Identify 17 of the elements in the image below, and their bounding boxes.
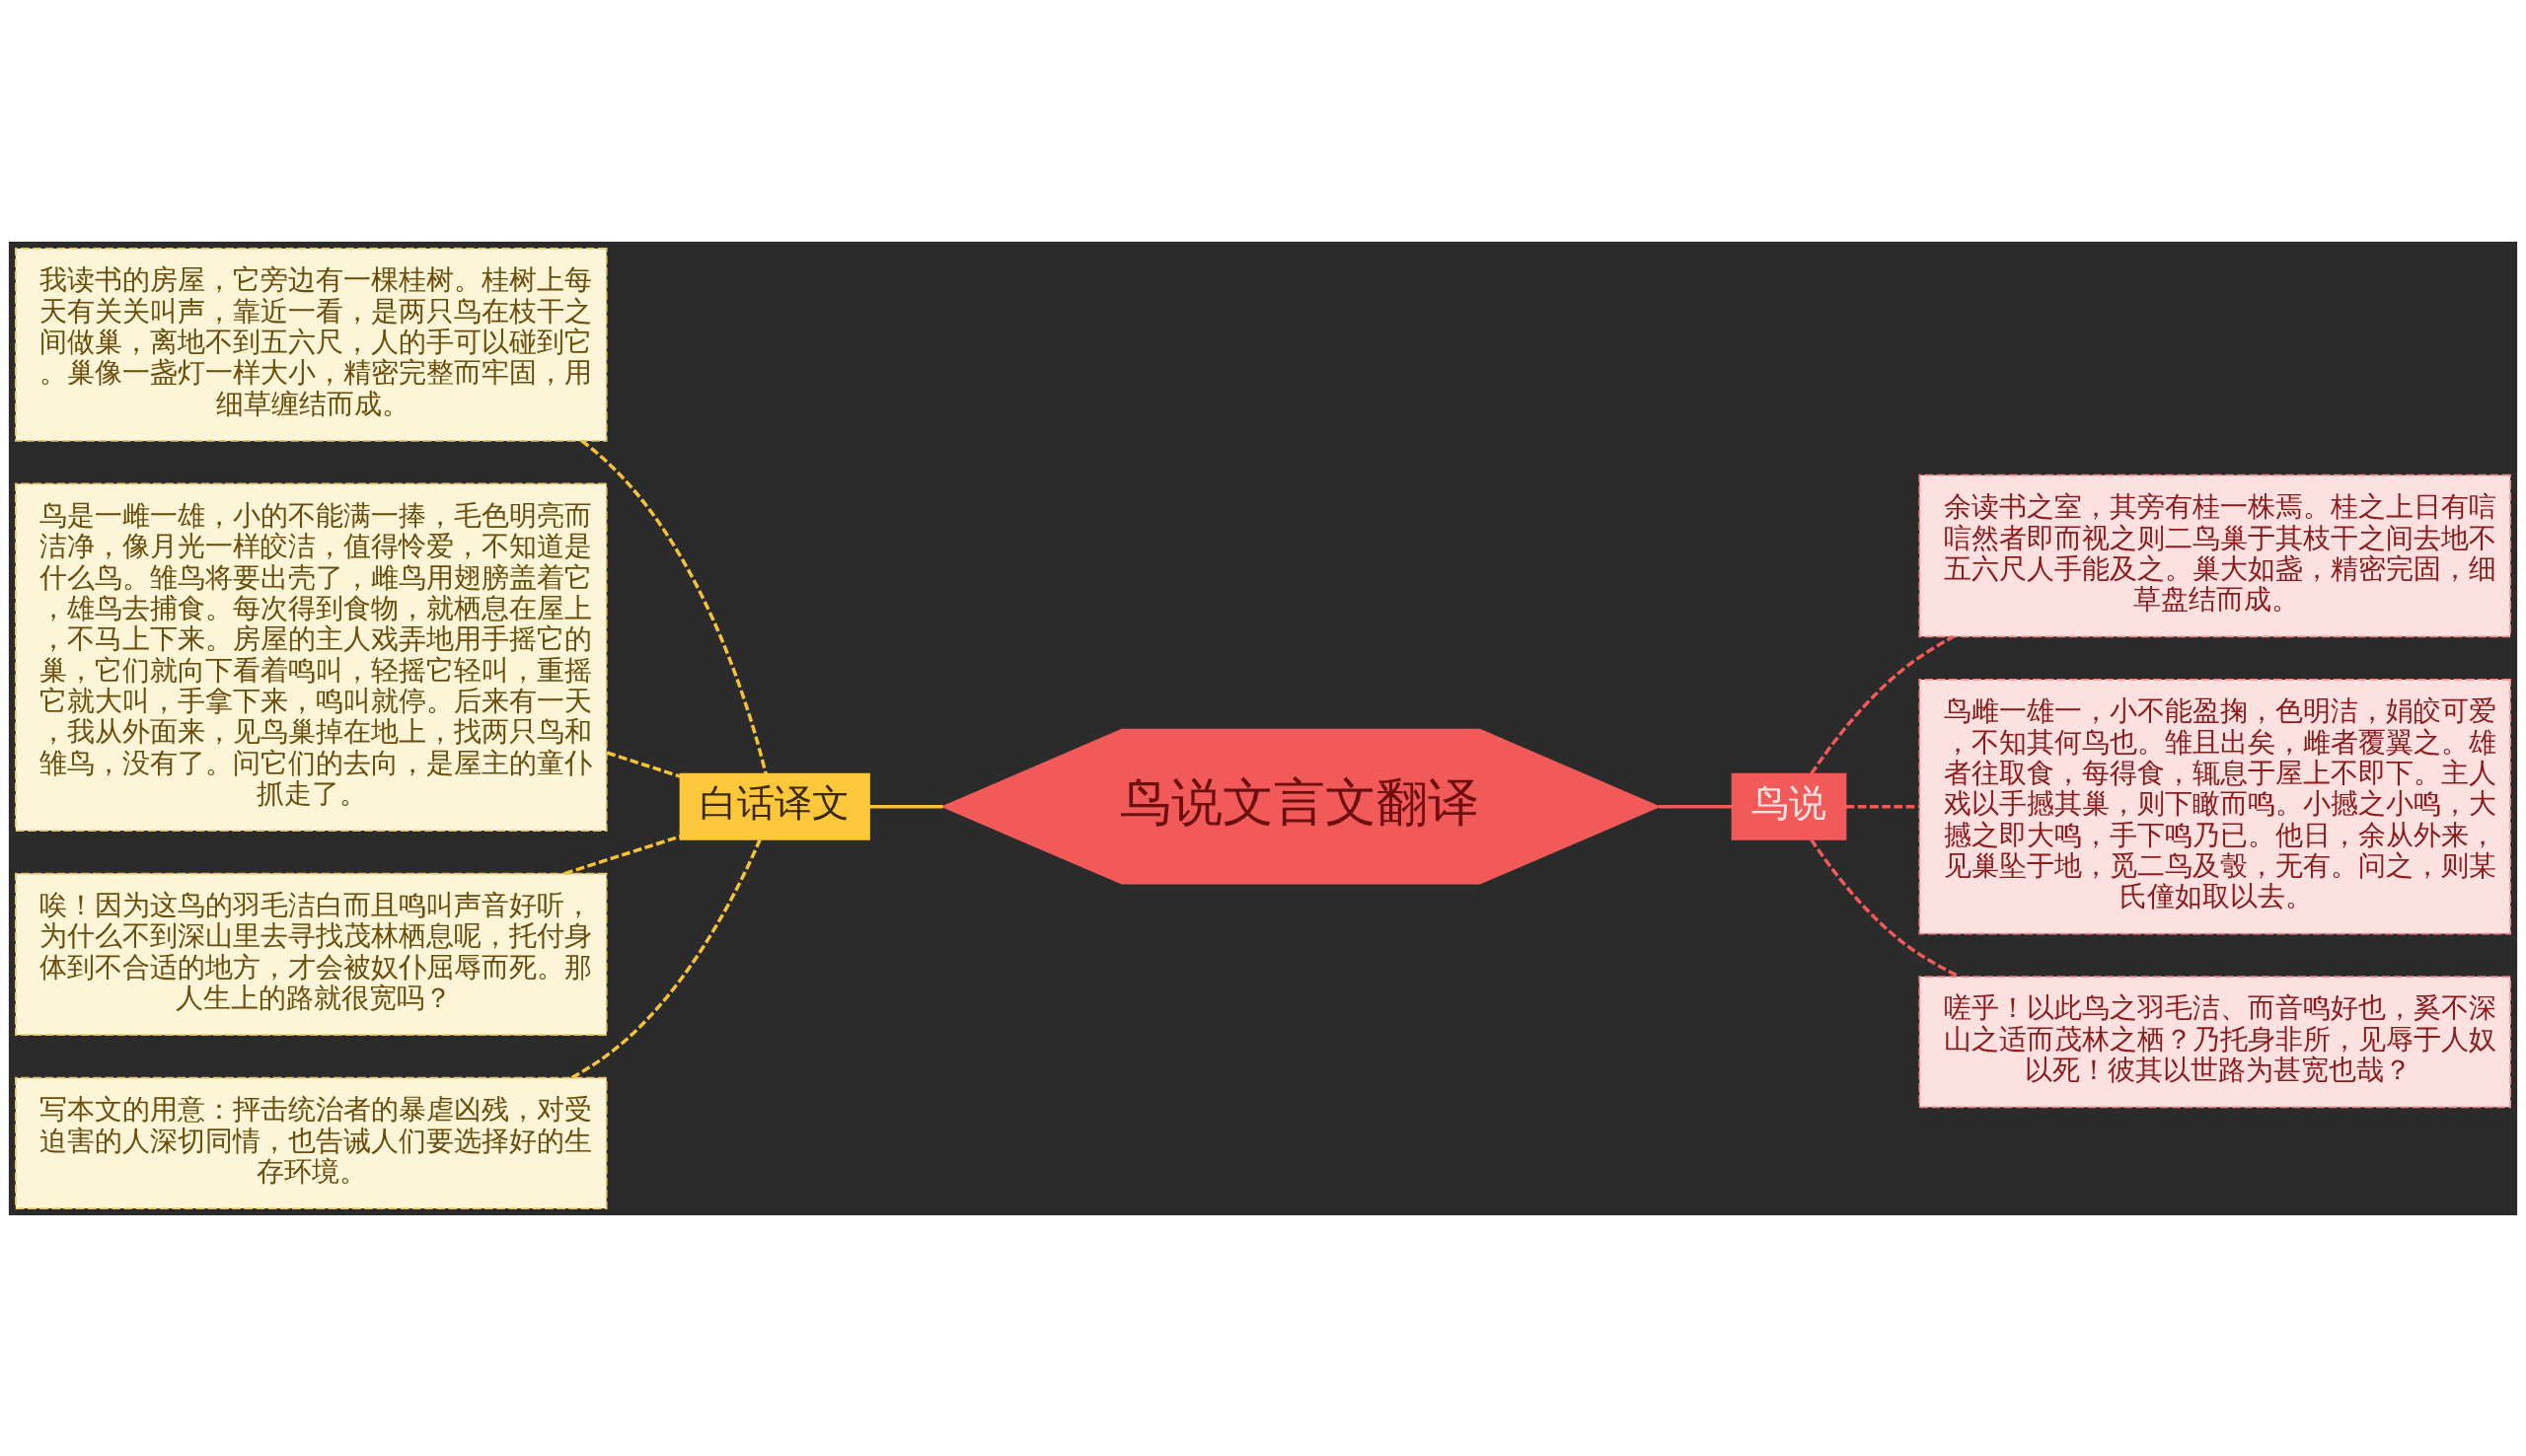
node-box: 鸟雌一雄一，小不能盈掬，色明洁，娟皎可爱，不知其何鸟也。雏且出矣，雌者覆翼之。雄者往取食，每得食，辄息于屋上不即下。主人戏以手撼其巢，则下瞰而鸣。小撼之小鸣，大撼之即大鸣，手下鸣乃已。他日，余从外来，见巢坠于地，觅二鸟及彀，无有。问之，则某氏僮如取以去。	[1918, 678, 2511, 934]
node-box: 鸟说	[1731, 772, 1847, 840]
connector	[580, 439, 768, 774]
node-box: 嗟乎！以此鸟之羽毛洁、而音鸣好也，奚不深山之适而茂林之栖？乃托身非所，见辱于人奴以死！彼其以世路为甚宽也哉？	[1918, 975, 2511, 1108]
node-box: 余读书之室，其旁有桂一株焉。桂之上日有唁唁然者即而视之则二鸟巢于其枝干之间去地不五六尺人手能及之。巢大如盏，精密完固，细草盘结而成。	[1918, 473, 2511, 637]
connector	[1845, 804, 1920, 808]
node-box: 白话译文	[679, 772, 870, 840]
connector	[1810, 634, 1955, 774]
connector	[1658, 804, 1733, 808]
node-box: 写本文的用意：抨击统治者的暴虐凶残，对受迫害的人深切同情，也告诫人们要选择好的生存环境。	[15, 1076, 608, 1209]
connector	[606, 750, 681, 778]
connector	[563, 834, 682, 875]
connector	[869, 804, 943, 808]
node-box: 我读书的房屋，它旁边有一棵桂树。桂树上每天有关关叫声，靠近一看，是两只鸟在枝干之间做巢，离地不到五六尺，人的手可以碰到它。巢像一盏灯一样大小，精密完整而牢固，用细草缠结而成。	[15, 247, 608, 442]
node-box: 唉！因为这鸟的羽毛洁白而且鸣叫声音好听，为什么不到深山里去寻找茂林栖息呢，托付身体到不合适的地方，才会被奴仆屈辱而死。那人生上的路就很宽吗？	[15, 872, 608, 1036]
node-box: 鸟是一雌一雄，小的不能满一捧，毛色明亮而洁净，像月光一样皎洁，值得怜爱，不知道是什么鸟。雏鸟将要出壳了，雌鸟用翅膀盖着它，雄鸟去捕食。每次得到食物，就栖息在屋上，不马上下来。房屋的主人戏弄地用手摇它的巢，它们就向下看着鸣叫，轻摇它轻叫，重摇它就大叫，手拿下来，鸣叫就停。后来有一天，我从外面来，见鸟巢掉在地上，找两只鸟和雏鸟，没有了。问它们的去向，是屋主的童仆抓走了。	[15, 482, 608, 832]
connector	[570, 837, 762, 1079]
